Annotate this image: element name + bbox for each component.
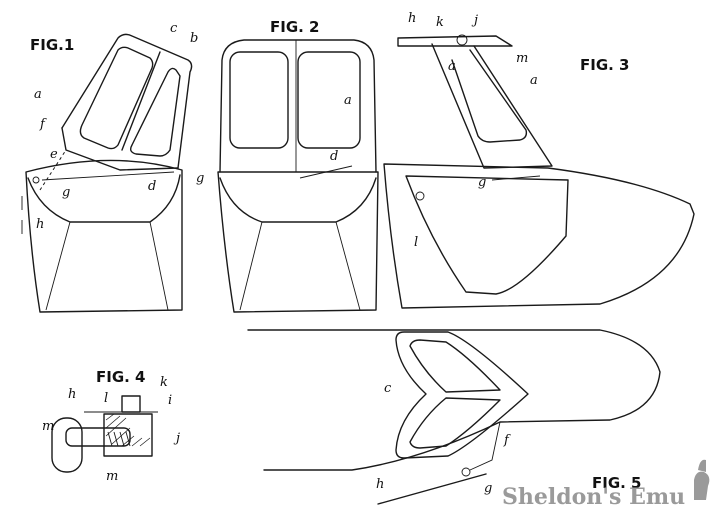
fig3-label-l: l	[414, 235, 418, 250]
fig1-label-b: b	[190, 31, 198, 46]
fig1-hood-outline	[61, 33, 193, 169]
fig3-handle	[415, 191, 425, 201]
fig3-label-a: a	[448, 59, 456, 74]
fig3-rod	[491, 175, 541, 181]
figure-5: c f g h FIG. 5	[247, 329, 661, 505]
fig4-label-j: j	[173, 431, 180, 446]
fig2-label-g: g	[196, 171, 204, 186]
fig1-window-left	[79, 46, 154, 150]
fig4-shaft	[65, 427, 131, 447]
fig5-label-f: f	[503, 433, 511, 448]
fig4-label-l: l	[104, 391, 108, 406]
fig3-clamp	[456, 34, 468, 46]
fig2-title: FIG. 2	[270, 18, 320, 36]
figure-2: FIG. 2 a g d	[196, 18, 379, 313]
fig3-label-m: m	[516, 51, 528, 66]
fig1-label-g: g	[62, 185, 70, 200]
fig1-body-curve	[27, 174, 181, 223]
fig1-label-e: e	[50, 147, 58, 162]
fig5-hood	[395, 331, 529, 459]
figure-4: FIG. 4 m h l k i j m	[42, 368, 180, 484]
fig2-label-d: d	[330, 149, 338, 164]
fig4-bolt	[121, 395, 141, 413]
fig1-dashed-line	[39, 149, 67, 191]
fig4-hatching	[105, 413, 151, 447]
fig5-window-top	[409, 339, 501, 393]
fig5-label-h: h	[376, 477, 384, 492]
fig3-label-j: j	[471, 13, 478, 28]
fig5-rod	[377, 473, 487, 505]
fig4-title: FIG. 4	[96, 368, 146, 386]
fig1-label-a: a	[34, 87, 42, 102]
fig5-strut	[469, 421, 501, 471]
fig1-window-right	[129, 67, 181, 157]
fig1-hinge	[32, 176, 40, 184]
fig2-rod	[299, 165, 353, 179]
fig3-title: FIG. 3	[580, 56, 630, 74]
fig1-hood-base	[61, 127, 179, 171]
fig2-body-panels	[239, 221, 361, 311]
fig1-title: FIG.1	[30, 36, 74, 54]
fig4-label-k: k	[160, 375, 168, 390]
fig1-body-panels	[45, 221, 169, 311]
fig3-top-bar	[397, 35, 513, 47]
fig1-body-outline	[25, 159, 183, 313]
fig5-label-g: g	[484, 481, 492, 496]
fig4-knob	[51, 417, 83, 473]
fig2-label-a: a	[344, 93, 352, 108]
watermark: Sheldon's Emu	[502, 484, 685, 510]
fig2-body-curve	[219, 177, 377, 223]
fig4-label-h: h	[68, 387, 76, 402]
fig5-pivot	[461, 467, 471, 477]
fig3-label-g: g	[478, 175, 486, 190]
fig5-label-c: c	[384, 381, 392, 396]
fig3-body-outline	[383, 163, 695, 309]
fig3-window	[451, 49, 528, 143]
fig3-door	[405, 175, 569, 295]
fig4-housing	[103, 413, 153, 457]
fig2-hood-outline	[219, 39, 377, 173]
figure-1: FIG.1 a b c d e f g h	[21, 21, 198, 313]
fig1-label-h: h	[36, 217, 44, 232]
fig1-label-f: f	[39, 117, 47, 132]
fig1-label-c: c	[170, 21, 178, 36]
fig1-label-d: d	[148, 179, 156, 194]
fig1-rod	[41, 171, 175, 181]
emu-logo-icon	[694, 459, 710, 500]
fig4-label-m2: m	[106, 469, 118, 484]
fig3-label-h: h	[408, 11, 416, 26]
fig3-label-k: k	[436, 15, 444, 30]
fig4-label-m: m	[42, 419, 54, 434]
fig1-hood-divider	[121, 51, 161, 151]
fig3-label-a2: a	[530, 73, 538, 88]
fig5-body-outline	[247, 329, 661, 471]
fig2-body-outline	[217, 171, 379, 313]
fig4-label-i: i	[168, 393, 172, 408]
fig4-spring	[107, 431, 131, 447]
fig2-window-left	[229, 51, 289, 149]
fig2-window-right	[297, 51, 361, 149]
fig5-title: FIG. 5	[592, 474, 642, 492]
figure-3: FIG. 3 h k j a m a g l	[383, 11, 695, 309]
fig5-window-bottom	[409, 397, 501, 449]
